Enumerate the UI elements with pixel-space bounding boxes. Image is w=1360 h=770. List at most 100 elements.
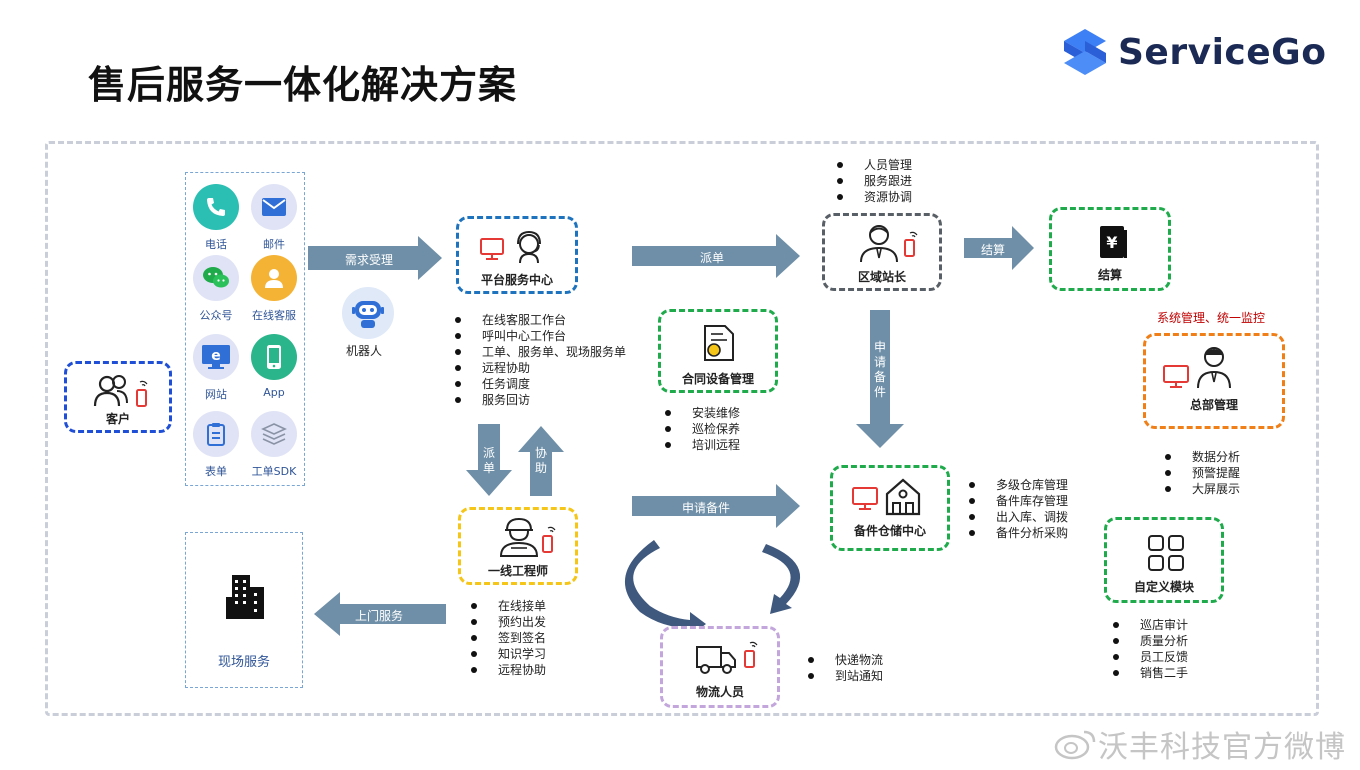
list-item: 到站通知	[805, 668, 883, 684]
svg-text:¥: ¥	[1106, 233, 1117, 252]
list-item: 备件库存管理	[966, 493, 1068, 509]
dispatch-arrow-label: 派单	[700, 251, 725, 265]
mobile-app-icon	[251, 334, 297, 380]
dispatch-down-arrow	[466, 424, 512, 496]
customer-service-icon	[480, 230, 541, 264]
platform-center-node: 平台服务中心	[456, 216, 578, 294]
list-item: 远程协助	[468, 662, 546, 678]
regional-features: 人员管理服务跟进资源协调	[834, 157, 912, 205]
platform-center-label: 平台服务中心	[480, 273, 553, 287]
demand-arrow	[308, 236, 442, 280]
logistics-features: 快递物流到站通知	[805, 652, 883, 684]
watermark: 沃丰科技官方微博	[1054, 722, 1346, 766]
contract-features: 安装维修巡检保养培训远程	[662, 405, 740, 453]
list-item: 巡店审计	[1110, 617, 1188, 633]
cycle-arrow-right	[762, 544, 801, 614]
servicego-logo-icon	[1064, 29, 1106, 75]
list-item: 快递物流	[805, 652, 883, 668]
settle-arrow-label: 结算	[981, 243, 1006, 257]
svg-text:e: e	[211, 348, 221, 364]
phone-icon	[193, 184, 239, 230]
dispatch-arrow	[632, 234, 800, 278]
delivery-truck-icon	[696, 641, 758, 674]
onsite-service-panel: 现场服务	[185, 532, 303, 688]
onsite-service-label: 现场服务	[217, 655, 270, 670]
yuan-invoice-icon: ¥	[1100, 226, 1127, 258]
logistics-node: 物流人员	[660, 626, 780, 708]
ie-browser-icon: e	[193, 334, 239, 380]
list-item: 资源协调	[834, 189, 912, 205]
settle-arrow	[964, 226, 1034, 270]
warehouse-features: 多级仓库管理备件库存管理出入库、调拨备件分析采购	[966, 477, 1068, 541]
channels-panel	[185, 172, 305, 486]
wechat-icon	[193, 255, 239, 301]
hq-note: 系统管理、统一监控	[1157, 311, 1266, 325]
online-service-icon	[251, 255, 297, 301]
list-item: 安装维修	[662, 405, 740, 421]
channel-label: App	[263, 386, 285, 399]
list-item: 销售二手	[1110, 665, 1188, 681]
engineer-features: 在线接单预约出发签到签名知识学习远程协助	[468, 598, 546, 678]
onsite-arrow-label: 上门服务	[355, 609, 404, 623]
engineer-icon	[499, 517, 556, 557]
watermark-text: 沃丰科技官方微博	[1098, 730, 1346, 765]
weibo-icon	[1054, 730, 1096, 760]
channel-label: 在线客服	[252, 309, 296, 322]
hq-label: 总部管理	[1189, 398, 1238, 412]
channel-item: 在线客服	[250, 255, 298, 323]
grid-apps-icon	[1148, 535, 1184, 571]
list-item: 人员管理	[834, 157, 912, 173]
list-item: 数据分析	[1162, 449, 1240, 465]
list-item: 呼叫中心工作台	[452, 328, 626, 344]
apply-parts-vertical-label: 申请备件	[873, 340, 886, 399]
channel-label: 邮件	[263, 238, 285, 251]
hq-features: 数据分析预警提醒大屏展示	[1162, 449, 1240, 497]
list-item: 服务跟进	[834, 173, 912, 189]
warehouse-icon	[852, 478, 921, 516]
assist-up-label: 协助	[534, 446, 547, 475]
list-item: 巡检保养	[662, 421, 740, 437]
building-icon	[226, 575, 264, 619]
list-item: 质量分析	[1110, 633, 1188, 649]
channel-item: 公众号	[192, 255, 240, 323]
hq-manager-icon	[1163, 347, 1231, 389]
logistics-label: 物流人员	[695, 685, 744, 699]
list-item: 员工反馈	[1110, 649, 1188, 665]
channel-item: 工单SDK	[250, 411, 298, 479]
list-item: 出入库、调拨	[966, 509, 1068, 525]
channel-label: 电话	[205, 238, 227, 251]
settlement-node: ¥ 结算	[1049, 207, 1171, 291]
apply-parts-vertical-arrow	[856, 310, 904, 448]
mail-icon	[251, 184, 297, 230]
robot-label: 机器人	[346, 344, 383, 358]
channel-label: 表单	[205, 465, 227, 478]
custom-module-label: 自定义模块	[1133, 580, 1194, 594]
sdk-icon	[251, 411, 297, 457]
settlement-label: 结算	[1097, 268, 1122, 282]
onsite-arrow	[314, 592, 446, 636]
customer-node: 客户	[64, 361, 172, 433]
assist-up-arrow	[518, 426, 564, 496]
list-item: 大屏展示	[1162, 481, 1240, 497]
list-item: 任务调度	[452, 376, 626, 392]
channel-label: 工单SDK	[251, 465, 297, 478]
channel-item: 表单	[192, 411, 240, 479]
dispatch-down-label: 派单	[482, 446, 495, 475]
diagram-frame	[45, 141, 1319, 716]
list-item: 远程协助	[452, 360, 626, 376]
cycle-arrow-left	[624, 540, 706, 636]
apply-parts-horizontal-label: 申请备件	[682, 501, 731, 515]
list-item: 预约出发	[468, 614, 546, 630]
engineer-node: 一线工程师	[458, 507, 578, 585]
warehouse-node: 备件仓储中心	[830, 465, 950, 551]
logo: ServiceGo	[1062, 26, 1326, 78]
list-item: 多级仓库管理	[966, 477, 1068, 493]
list-item: 备件分析采购	[966, 525, 1068, 541]
customer-icon	[93, 375, 148, 407]
list-item: 在线客服工作台	[452, 312, 626, 328]
custom-module-features: 巡店审计质量分析员工反馈销售二手	[1110, 617, 1188, 681]
contract-node: 合同设备管理	[658, 309, 778, 393]
logo-text: ServiceGo	[1118, 31, 1327, 73]
warehouse-label: 备件仓储中心	[853, 524, 926, 538]
